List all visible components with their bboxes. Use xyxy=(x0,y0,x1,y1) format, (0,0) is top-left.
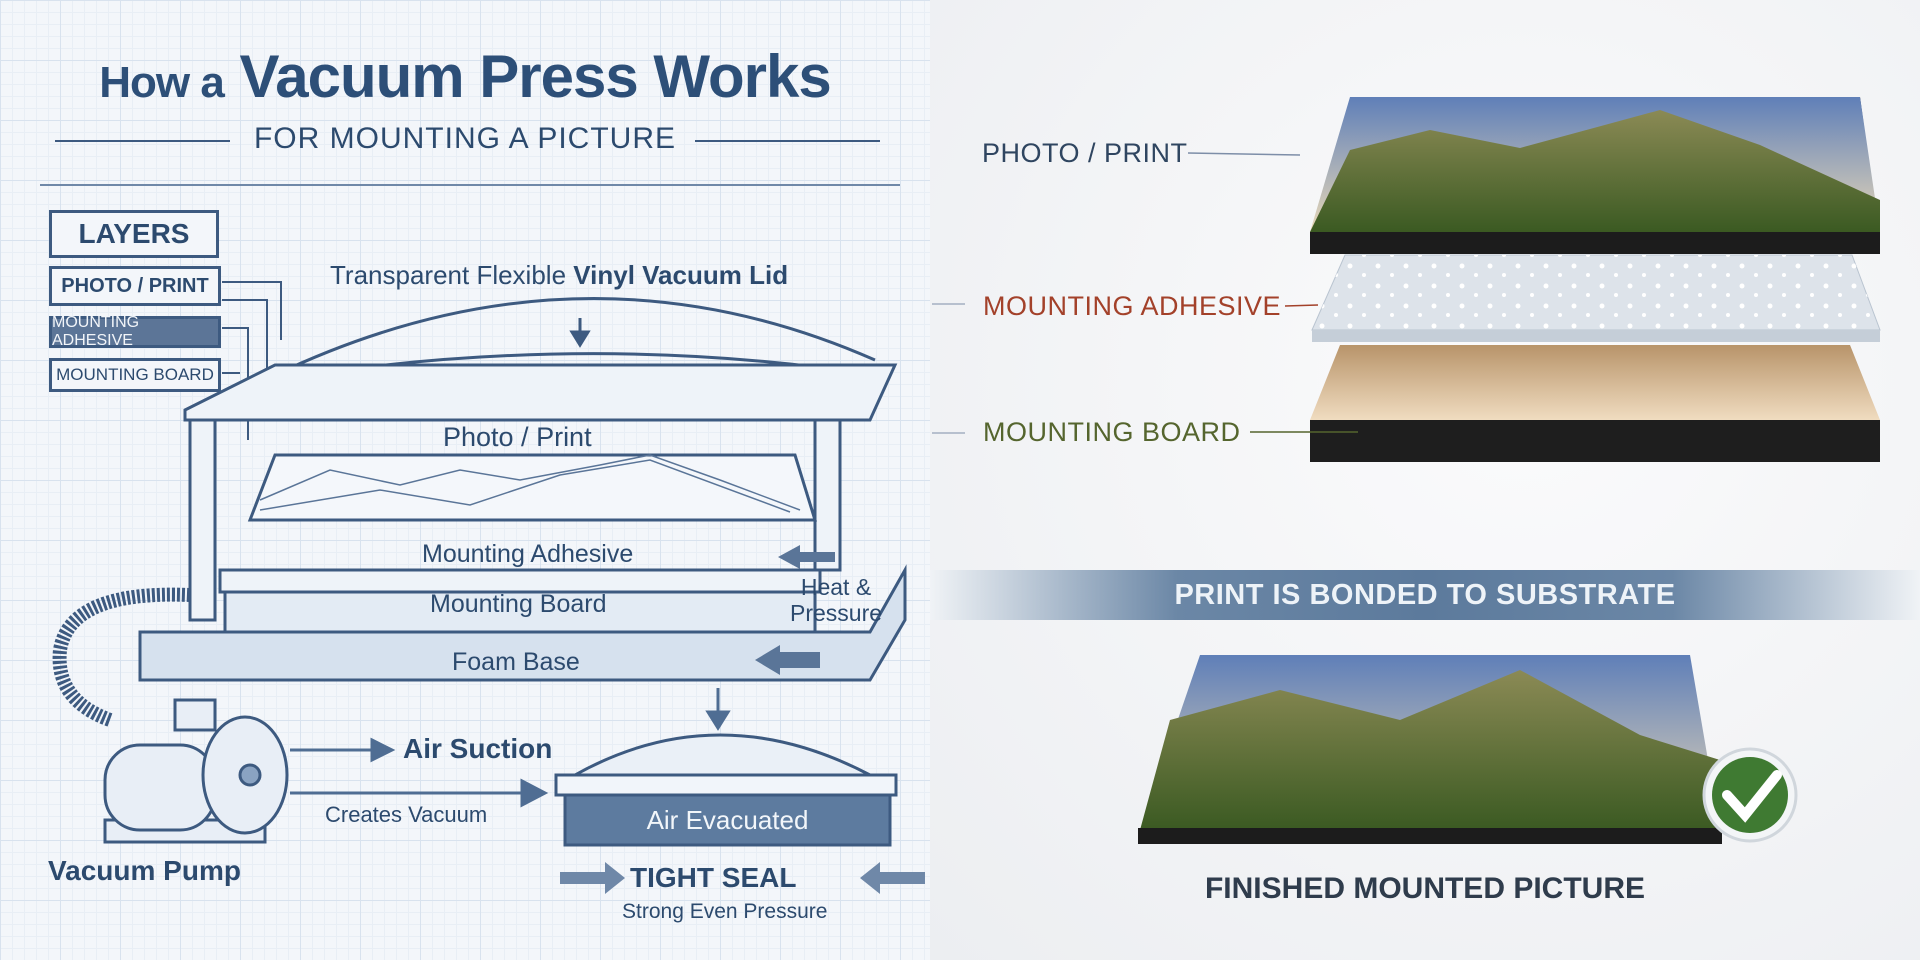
lid-label-bold: Vinyl Vacuum Lid xyxy=(573,260,789,290)
seal-arrows xyxy=(560,862,925,894)
foam-base-label: Foam Base xyxy=(452,648,580,676)
right-label-adhesive: MOUNTING ADHESIVE xyxy=(983,291,1282,321)
creates-vacuum-label: Creates Vacuum xyxy=(325,802,488,827)
layer-box-adhesive: MOUNTING ADHESIVE xyxy=(49,314,221,349)
heat-label-line1: Heat & xyxy=(800,574,872,600)
exploded-photo-layer xyxy=(1310,97,1880,254)
title-prefix: How a xyxy=(99,58,225,107)
tight-seal-label: TIGHT SEAL xyxy=(630,862,797,893)
check-badge-icon xyxy=(1702,747,1798,843)
air-evacuated-label: Air Evacuated xyxy=(646,805,809,835)
finished-label: FINISHED MOUNTED PICTURE xyxy=(1204,872,1645,905)
photo-print-label: Photo / Print xyxy=(443,422,592,452)
right-label-board: MOUNTING BOARD xyxy=(983,417,1241,447)
page-title: How a Vacuum Press Works xyxy=(0,42,930,111)
subtitle: FOR MOUNTING A PICTURE xyxy=(253,122,677,155)
subtitle-rules xyxy=(40,140,900,186)
air-suction-label: Air Suction xyxy=(403,733,553,764)
press-frame xyxy=(138,297,907,682)
layer-box-photo: PHOTO / PRINT xyxy=(49,266,221,306)
lid-label: Transparent Flexible Vinyl Vacuum Lid xyxy=(330,260,788,291)
bonded-banner: PRINT IS BONDED TO SUBSTRATE xyxy=(930,570,1920,620)
print-sketch xyxy=(259,454,801,513)
vacuum-pump xyxy=(103,698,289,844)
lid-label-regular: Transparent Flexible xyxy=(330,260,567,290)
layer-box-board: MOUNTING BOARD xyxy=(49,358,221,392)
heat-pressure-label: Heat &Pressure xyxy=(790,574,882,626)
title-main: Vacuum Press Works xyxy=(239,43,832,110)
exploded-board-layer xyxy=(1310,345,1880,462)
strong-even-pressure-label: Strong Even Pressure xyxy=(622,900,828,923)
heat-label-line2: Pressure xyxy=(790,600,883,626)
finished-picture xyxy=(1138,655,1722,844)
board-label: Mounting Board xyxy=(430,590,607,618)
layers-heading: LAYERS xyxy=(49,210,219,258)
exploded-adhesive-layer xyxy=(1311,254,1881,342)
heat-arrows xyxy=(755,545,835,675)
right-label-photo: PHOTO / PRINT xyxy=(982,138,1188,168)
vacuum-pump-label: Vacuum Pump xyxy=(48,855,241,886)
sealed-press xyxy=(554,733,898,847)
suction-arrows xyxy=(290,688,731,808)
adhesive-label: Mounting Adhesive xyxy=(422,540,634,568)
